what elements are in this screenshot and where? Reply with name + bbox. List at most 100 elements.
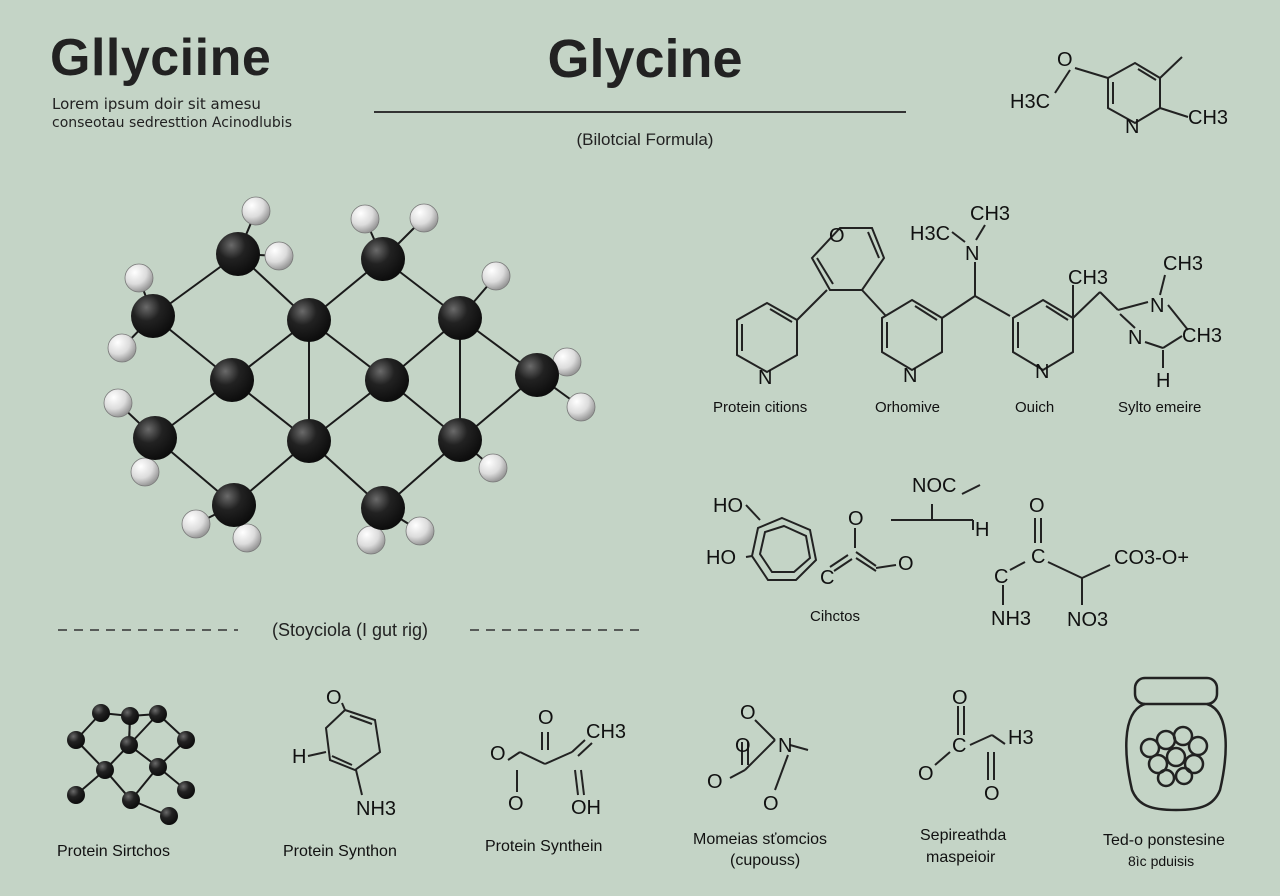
atom-label: O bbox=[1057, 49, 1073, 71]
carbon-atom bbox=[96, 761, 114, 779]
carbon-atom bbox=[177, 731, 195, 749]
carbon-atom bbox=[121, 707, 139, 725]
bottom-label: Sepireathda bbox=[920, 827, 1006, 844]
hydrogen-atom bbox=[232, 523, 262, 553]
bottom-label: Protein Sirtchos bbox=[57, 843, 170, 860]
structure-label: Ouich bbox=[1015, 399, 1054, 416]
atom-label: NH3 bbox=[991, 608, 1031, 630]
upper-right-structures bbox=[736, 224, 1189, 374]
subtitle-line-2: conseotau sedresttion Acinodlubis bbox=[52, 115, 292, 131]
bottom-label: 8ìc pduisis bbox=[1128, 853, 1194, 869]
ball-and-stick-model bbox=[103, 196, 596, 555]
atom-label: NH3 bbox=[356, 798, 396, 820]
hydrogen-atom bbox=[264, 241, 294, 271]
atom-label: O bbox=[490, 743, 506, 765]
bottom-molecule-5 bbox=[934, 706, 1006, 780]
page-title-center: Glycine bbox=[547, 29, 743, 89]
carbon-atom bbox=[210, 358, 254, 402]
hydrogen-atom bbox=[124, 263, 154, 293]
carbon-atom bbox=[177, 781, 195, 799]
hydrogen-atom bbox=[130, 457, 160, 487]
carbon-atom bbox=[287, 298, 331, 342]
atom-label: O bbox=[829, 225, 845, 247]
carbon-atom bbox=[216, 232, 260, 276]
atom-label: O bbox=[763, 793, 779, 815]
atom-label: O bbox=[735, 735, 751, 757]
carbon-atom bbox=[361, 486, 405, 530]
hydrogen-atom bbox=[409, 203, 439, 233]
atom-label: H bbox=[1156, 370, 1170, 392]
hydrogen-atom bbox=[566, 392, 596, 422]
atom-label: N bbox=[778, 735, 792, 757]
atom-label: N bbox=[758, 367, 772, 389]
hydrogen-atom bbox=[107, 333, 137, 363]
carbon-atom bbox=[131, 294, 175, 338]
bottom-label: (cupouss) bbox=[730, 852, 800, 869]
carbon-atom bbox=[149, 705, 167, 723]
bottom-label: Momeias sťomcios bbox=[693, 831, 827, 848]
atom-label: O bbox=[326, 687, 342, 709]
hydrogen-atom bbox=[481, 261, 511, 291]
structure-label: Protein citions bbox=[713, 399, 807, 416]
carbon-atom bbox=[365, 358, 409, 402]
jar-illustration bbox=[1125, 676, 1227, 812]
structure-label: Sylto emeire bbox=[1118, 399, 1201, 416]
section-caption: (Stoyciola (I gut rig) bbox=[271, 620, 429, 640]
atom-label: H3C bbox=[910, 223, 950, 245]
mini-ball-and-stick-model bbox=[67, 704, 195, 825]
atom-label: C bbox=[820, 567, 834, 589]
page-title-left: Gllyciine bbox=[50, 29, 272, 87]
atom-label: O bbox=[538, 707, 554, 729]
atom-label: N bbox=[1125, 116, 1139, 138]
mid-right-structures bbox=[745, 484, 1111, 605]
bottom-label: Protein Synthon bbox=[283, 843, 397, 860]
carbon-atom bbox=[67, 786, 85, 804]
carbon-atom bbox=[67, 731, 85, 749]
carbon-atom bbox=[122, 791, 140, 809]
corner-pyridine-molecule bbox=[1054, 56, 1189, 125]
atom-label: CH3 bbox=[970, 203, 1010, 225]
atom-label: H3C bbox=[1010, 91, 1050, 113]
carbon-atom bbox=[133, 416, 177, 460]
atom-label: CO3-O+ bbox=[1114, 547, 1189, 569]
hydrogen-atom bbox=[103, 388, 133, 418]
atom-label: CH3 bbox=[1068, 267, 1108, 289]
carbon-atom bbox=[160, 807, 178, 825]
atom-label: CH3 bbox=[1163, 253, 1203, 275]
atom-label: C bbox=[1031, 546, 1045, 568]
hydrogen-atom bbox=[405, 516, 435, 546]
atom-label: OH bbox=[571, 797, 601, 819]
atom-label: HO bbox=[706, 547, 736, 569]
atom-label: O bbox=[984, 783, 1000, 805]
hydrogen-atom bbox=[241, 196, 271, 226]
atom-label: O bbox=[952, 687, 968, 709]
atom-label: N bbox=[1128, 327, 1142, 349]
title-divider bbox=[374, 111, 906, 113]
atom-label: C bbox=[994, 566, 1008, 588]
bottom-molecule-3 bbox=[507, 732, 593, 796]
atom-label: N bbox=[1035, 361, 1049, 383]
atom-label: N bbox=[965, 243, 979, 265]
atom-label: N bbox=[1150, 295, 1164, 317]
atom-label: H bbox=[975, 519, 989, 541]
carbon-atom bbox=[515, 353, 559, 397]
subtitle-line-1: Lorem ipsum doir sit amesu bbox=[52, 95, 261, 113]
formula-caption: (Bilotcial Formula) bbox=[576, 130, 714, 149]
carbon-atom bbox=[149, 758, 167, 776]
atom-label: C bbox=[952, 735, 966, 757]
carbon-atom bbox=[92, 704, 110, 722]
hydrogen-atom bbox=[350, 204, 380, 234]
structure-label: Orhomive bbox=[875, 399, 940, 416]
atom-label: O bbox=[898, 553, 914, 575]
carbon-atom bbox=[120, 736, 138, 754]
atom-label: CH3 bbox=[1188, 107, 1228, 129]
hydrogen-atom bbox=[478, 453, 508, 483]
carbon-atom bbox=[287, 419, 331, 463]
atom-label: O bbox=[707, 771, 723, 793]
carbon-atom bbox=[438, 418, 482, 462]
atom-label: H3 bbox=[1008, 727, 1034, 749]
atom-label: CH3 bbox=[1182, 325, 1222, 347]
bottom-label: Protein Synthein bbox=[485, 838, 602, 855]
hydrogen-atom bbox=[356, 525, 386, 555]
